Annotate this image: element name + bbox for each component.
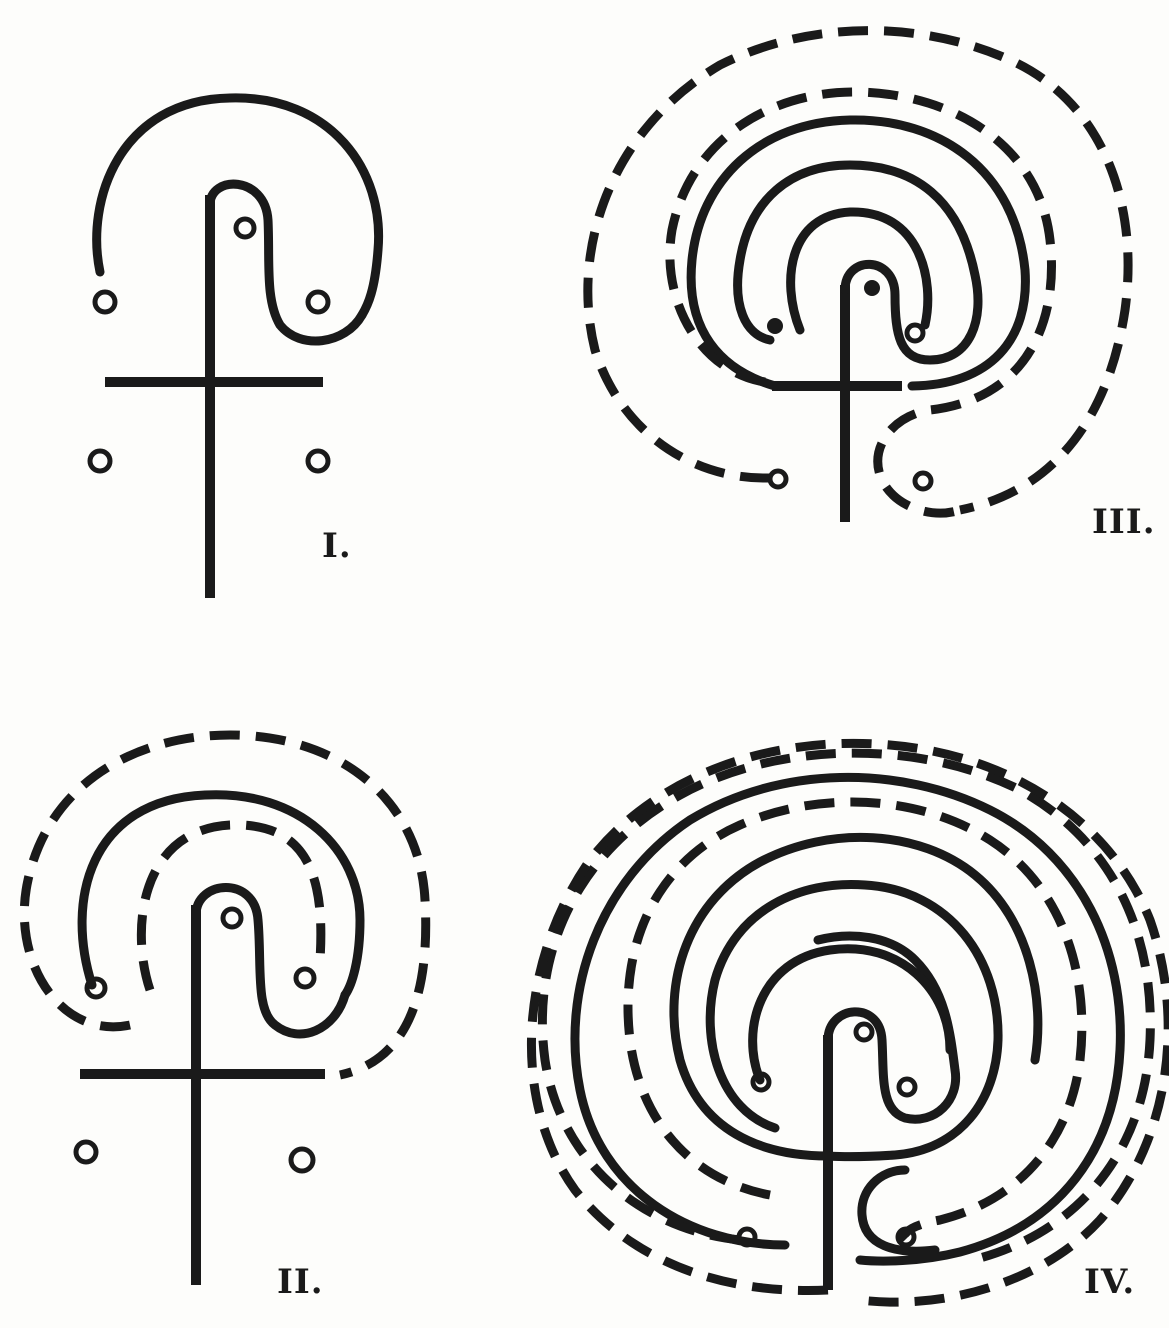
panel-3-dashed-ring-inner bbox=[670, 92, 1052, 513]
panel-2-label: II. bbox=[277, 1262, 324, 1302]
panel-3-dot-lower-right bbox=[915, 473, 931, 489]
panel-4-dot-right bbox=[899, 1079, 915, 1095]
panel-4-dot-lower-left bbox=[739, 1229, 755, 1245]
panel-4-center-hook bbox=[818, 936, 956, 1119]
panel-1-dot-top bbox=[236, 219, 254, 237]
panel-2-inner-hook bbox=[196, 888, 345, 1034]
panel-1-drawing bbox=[90, 98, 379, 598]
panel-1-outer-arc bbox=[97, 98, 379, 315]
panel-3-drawing bbox=[588, 31, 1128, 522]
panel-4-dashed-ring-inner bbox=[628, 802, 1082, 1240]
panel-4-label: IV. bbox=[1084, 1262, 1135, 1302]
panel-1-dot-upper-left bbox=[95, 292, 115, 312]
panel-2-dot-lower-left bbox=[76, 1142, 96, 1162]
panel-2-dot-top bbox=[223, 909, 241, 927]
panel-4-dot-top bbox=[856, 1024, 872, 1040]
panel-1-dot-upper-right bbox=[308, 292, 328, 312]
panel-3-label: III. bbox=[1092, 502, 1156, 542]
panel-2-dot-upper-right bbox=[296, 969, 314, 987]
panel-2-dot-lower-right bbox=[291, 1149, 313, 1171]
panel-3-dot-left bbox=[767, 318, 783, 334]
panel-1-dot-lower-left bbox=[90, 451, 110, 471]
panel-3-dot-top bbox=[864, 280, 880, 296]
panel-1-label: I. bbox=[322, 526, 352, 566]
panel-3-dot-lower-left bbox=[770, 471, 786, 487]
panel-1-inner-hook bbox=[210, 184, 362, 341]
panel-3-dot-right bbox=[907, 325, 923, 341]
panel-2-drawing bbox=[24, 735, 425, 1285]
panel-4-drawing bbox=[531, 743, 1168, 1302]
panel-1-dot-lower-right bbox=[308, 451, 328, 471]
